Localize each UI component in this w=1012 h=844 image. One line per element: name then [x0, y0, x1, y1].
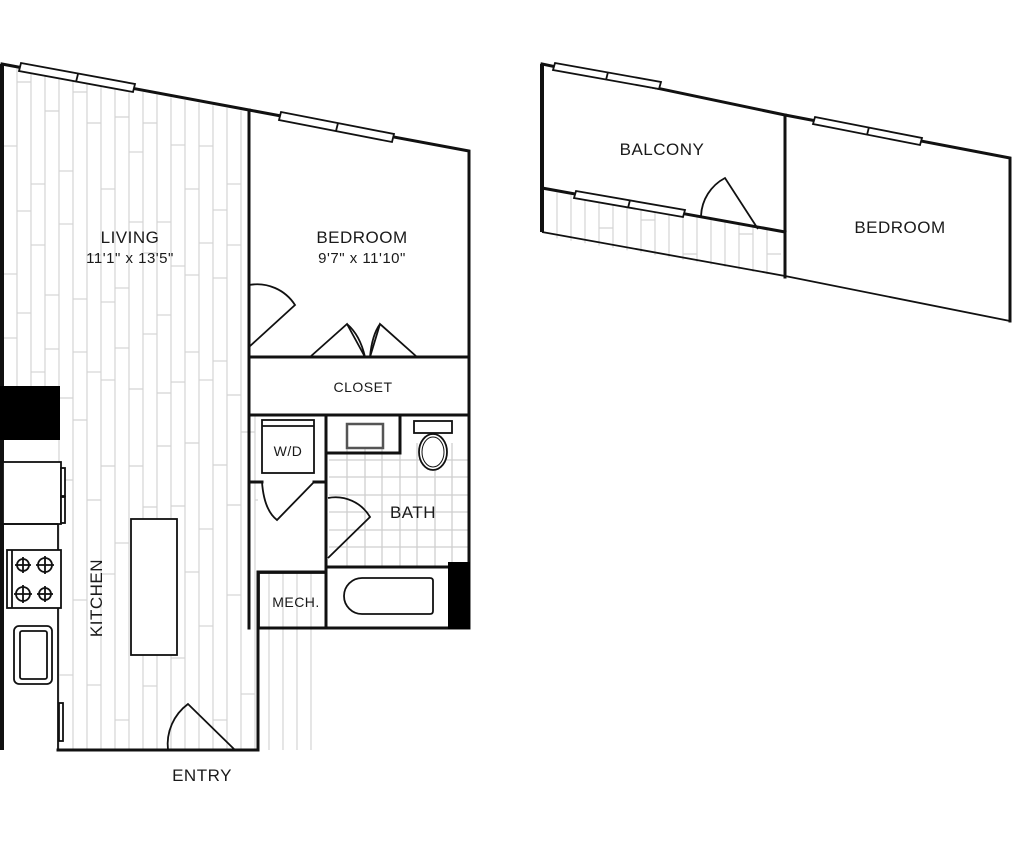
column-left: [0, 386, 60, 440]
wd-closet-door[interactable]: [261, 481, 315, 522]
bathroom-sink: [345, 422, 385, 450]
living-dimensions: 11'1" x 13'5": [86, 250, 174, 267]
entry-door[interactable]: [166, 702, 236, 751]
wd-label: W/D: [274, 443, 303, 459]
bedroom-label: BEDROOM: [316, 228, 407, 247]
toilet: [413, 420, 453, 471]
closet-label: CLOSET: [333, 379, 392, 395]
mech-label: MECH.: [272, 594, 320, 610]
key-balcony-label: BALCONY: [620, 140, 705, 159]
washer-dryer: [261, 419, 315, 474]
bath-door[interactable]: [327, 496, 372, 559]
bath-label: BATH: [390, 503, 436, 522]
exterior-walls: [0, 62, 471, 752]
bedroom-dimensions: 9'7" x 11'10": [318, 250, 406, 267]
bedroom-door[interactable]: [248, 283, 297, 348]
column-bath: [448, 562, 470, 629]
kitchen-sink: [13, 625, 53, 685]
kitchen-label: KITCHEN: [87, 559, 106, 637]
window-living: [17, 61, 137, 94]
kitchen-island: [130, 518, 178, 656]
living-label: LIVING: [101, 228, 160, 247]
bathtub: [343, 577, 434, 615]
window-bedroom: [277, 110, 396, 144]
interior-walls: [247, 108, 471, 630]
stove-cooktop: [6, 549, 62, 609]
entry-label: ENTRY: [172, 766, 232, 785]
closet-doors[interactable]: [309, 322, 418, 358]
mech-closet: [258, 572, 327, 629]
key-bedroom-label: BEDROOM: [854, 218, 945, 237]
key-plan: BALCONY BEDROOM: [540, 61, 1012, 323]
